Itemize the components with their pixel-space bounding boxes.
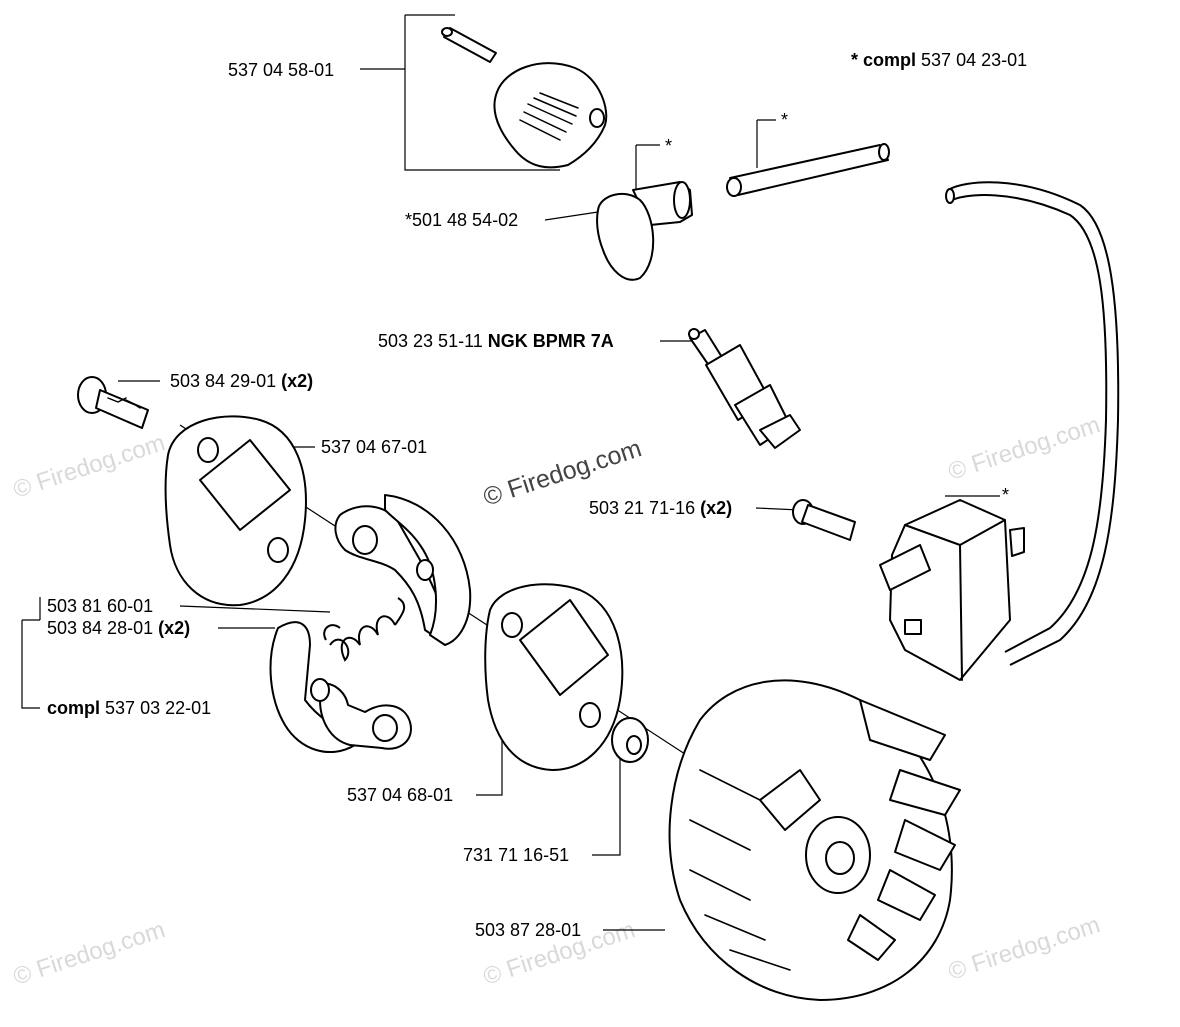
pin-part — [441, 27, 497, 63]
label-spark-plug: 503 23 51-11 NGK BPMR 7A — [378, 331, 614, 351]
flywheel-part — [668, 679, 961, 1001]
label-spring: 503 81 60-01 — [47, 596, 154, 616]
label-screw-top-qty: (x2) — [281, 371, 314, 391]
label-ignition-screw-number: 503 21 71-16 — [589, 498, 696, 518]
label-compl-top: * compl 537 04 23-01 — [851, 50, 1027, 70]
label-spark-plug-type: NGK BPMR 7A — [487, 331, 614, 351]
clutch-shoe-lower-part — [269, 621, 412, 754]
label-cap-kit: 537 04 58-01 — [228, 60, 335, 80]
leader-lines — [21, 14, 1000, 931]
label-clutch-plate: 537 04 67-01 — [321, 437, 428, 457]
label-shoe-qty: (x2) — [158, 618, 191, 638]
label-compl-top-number: 537 04 23-01 — [921, 50, 1028, 70]
tube-part — [726, 143, 890, 197]
screw-top-part — [77, 376, 149, 429]
cap-part — [493, 62, 608, 169]
label-star-tube: * — [781, 110, 789, 130]
clutch-shoe-upper-part — [334, 494, 472, 646]
ignition-module-part — [879, 499, 1025, 681]
label-flywheel: 503 87 28-01 — [475, 920, 582, 940]
label-shoe: 503 84 28-01 (x2) — [47, 618, 190, 638]
label-screw-top: 503 84 29-01 (x2) — [170, 371, 313, 391]
label-compl-clutch: compl 537 03 22-01 — [47, 698, 211, 718]
label-shoe-number: 503 84 28-01 — [47, 618, 154, 638]
label-spark-plug-number: 503 23 51-11 — [378, 331, 483, 351]
label-star-module: * — [1002, 485, 1010, 505]
spark-plug-part — [688, 328, 801, 449]
label-ignition-screw: 503 21 71-16 (x2) — [589, 498, 732, 518]
washer-part — [611, 717, 649, 763]
label-compl-top-prefix: * compl — [851, 50, 917, 70]
label-boot: *501 48 54-02 — [405, 210, 519, 230]
label-ignition-screw-qty: (x2) — [700, 498, 733, 518]
label-washer: 731 71 16-51 — [463, 845, 570, 865]
clutch-plate-part — [164, 415, 307, 607]
label-screw-top-number: 503 84 29-01 — [170, 371, 277, 391]
label-star-boot: * — [665, 136, 673, 156]
ht-wire — [947, 181, 1120, 666]
boot-part — [596, 181, 693, 281]
label-compl-clutch-number: 537 03 22-01 — [105, 698, 212, 718]
cover-plate-part — [484, 583, 624, 771]
ignition-screw-part — [792, 499, 856, 541]
label-cover-plate: 537 04 68-01 — [347, 785, 454, 805]
label-compl-clutch-prefix: compl — [47, 698, 101, 718]
spring-part — [323, 597, 406, 662]
